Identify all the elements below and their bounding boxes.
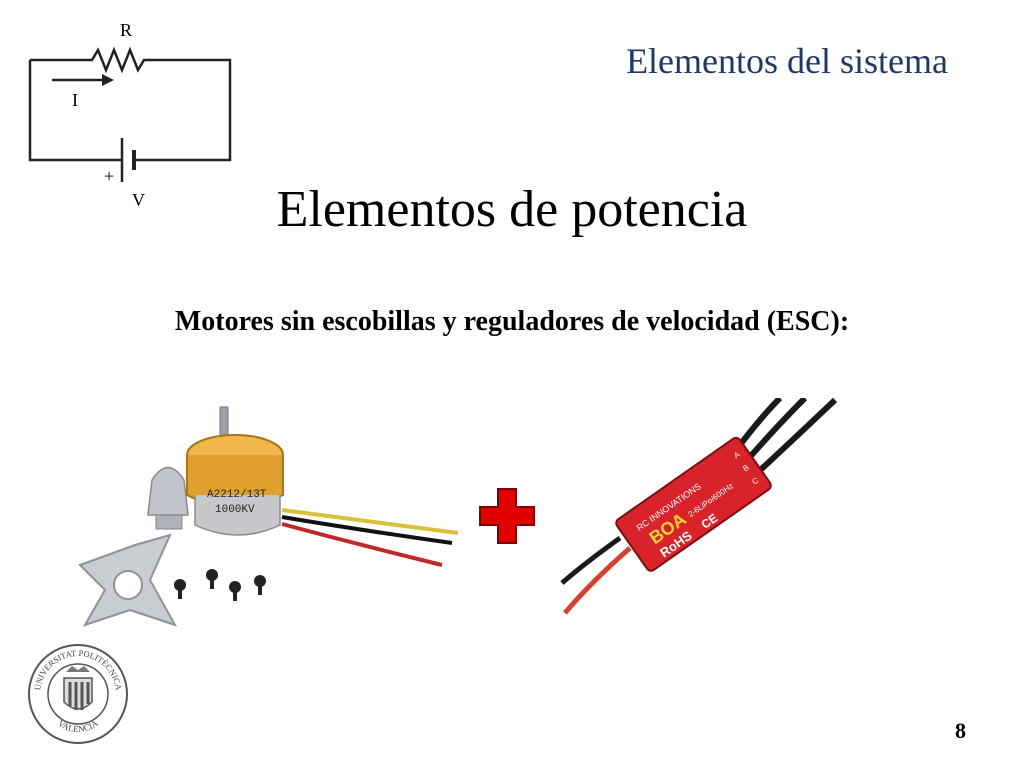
logo-shield	[63, 666, 93, 710]
esc-body: RC INNOVATIONS BOA 2-6LiPo/600Hz RoHS CE…	[615, 436, 772, 572]
motor-bell	[186, 434, 284, 536]
esc-wire-label-c: C	[750, 476, 760, 487]
circuit-wire-top	[30, 46, 232, 162]
esc-image: RC INNOVATIONS BOA 2-6LiPo/600Hz RoHS CE…	[560, 398, 838, 615]
esc-input-wires	[560, 535, 632, 615]
motor-label-model: A2212/13T	[207, 489, 267, 501]
screws	[174, 569, 266, 601]
page-title: Elementos de potencia	[276, 181, 748, 238]
voltage-label: V	[132, 190, 145, 210]
current-label: I	[72, 90, 78, 110]
current-arrow-head	[102, 74, 114, 86]
motor-wires	[281, 508, 459, 567]
resistor-label: R	[120, 20, 132, 40]
logo-text-bottom: VALÈNCIA	[56, 718, 100, 734]
subtitle: Motores sin escobillas y reguladores de …	[174, 306, 850, 337]
circuit-wire-left	[28, 60, 122, 162]
circuit-diagram: R I + V	[28, 20, 232, 210]
esc-wire-label-a: A	[732, 450, 742, 461]
plus-icon	[479, 488, 535, 544]
motor-mount-plate	[78, 533, 178, 627]
motor-label-kv: 1000KV	[215, 504, 255, 516]
brushless-motor-image: A2212/13T 1000KV	[78, 406, 459, 627]
section-title: Elementos del sistema	[626, 41, 948, 81]
university-logo: UNIVERSITAT POLITÈCNICA VALÈNCIA	[28, 644, 128, 744]
polarity-label: +	[104, 166, 114, 186]
esc-wire-label-b: B	[741, 463, 751, 473]
page-number: 8	[955, 718, 966, 743]
prop-adapter	[147, 466, 189, 530]
